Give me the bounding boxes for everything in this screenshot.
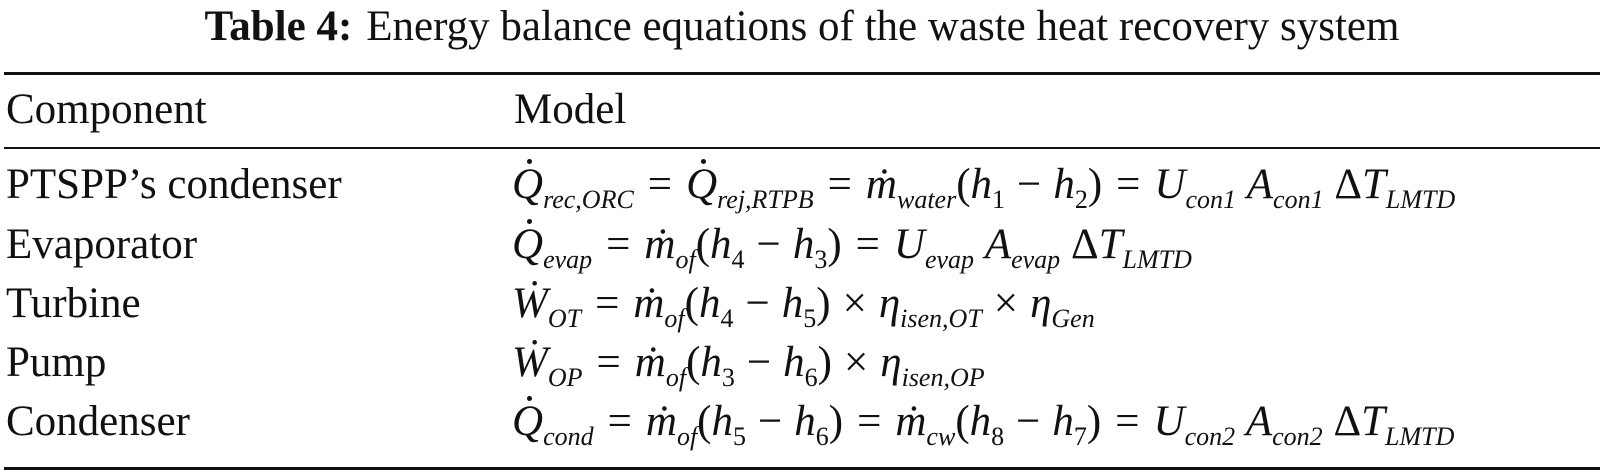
table-row: Pump ẆOP=ṁof(h3−h6)×ηisen,OP [0, 335, 1604, 395]
header-model: Model [514, 86, 627, 133]
model-equation: Qevap=ṁof(h4−h3)=Uevap Aevap ΔTLMTD [512, 217, 1192, 273]
table-caption: Table 4: Energy balance equations of the … [0, 2, 1604, 52]
table-row: Turbine ẆOT=ṁof(h4−h5)×ηisen,OT×ηGen [0, 276, 1604, 336]
component-cell: Turbine [6, 280, 141, 327]
table-row: Evaporator Qevap=ṁof(h4−h3)=Uevap Aevap Δ… [0, 217, 1604, 277]
component-cell: Condenser [6, 398, 190, 445]
component-cell: Evaporator [6, 221, 198, 268]
component-cell: Pump [6, 339, 107, 386]
caption-label: Table 4: [204, 3, 353, 50]
top-rule [4, 72, 1600, 75]
model-equation: Qcond=ṁof(h5−h6)=ṁcw(h8−h7)=Ucon2 Acon2 … [512, 394, 1454, 450]
model-equation: Qrec,ORC=Qrej,RTPB=ṁwater(h1−h2)=Ucon1 A… [512, 157, 1455, 213]
component-cell: PTSPP’s condenser [6, 161, 342, 208]
model-equation: ẆOT=ṁof(h4−h5)×ηisen,OT×ηGen [512, 280, 1095, 333]
header-component: Component [6, 86, 207, 133]
model-equation: ẆOP=ṁof(h3−h6)×ηisen,OP [512, 339, 985, 392]
bottom-rule [4, 467, 1600, 470]
table-row: PTSPP’s condenser Qrec,ORC=Qrej,RTPB=ṁwat… [0, 157, 1604, 217]
header-rule [4, 147, 1600, 149]
caption-text: Energy balance equations of the waste he… [366, 3, 1400, 50]
table-row: Condenser Qcond=ṁof(h5−h6)=ṁcw(h8−h7)=Uco… [0, 394, 1604, 454]
